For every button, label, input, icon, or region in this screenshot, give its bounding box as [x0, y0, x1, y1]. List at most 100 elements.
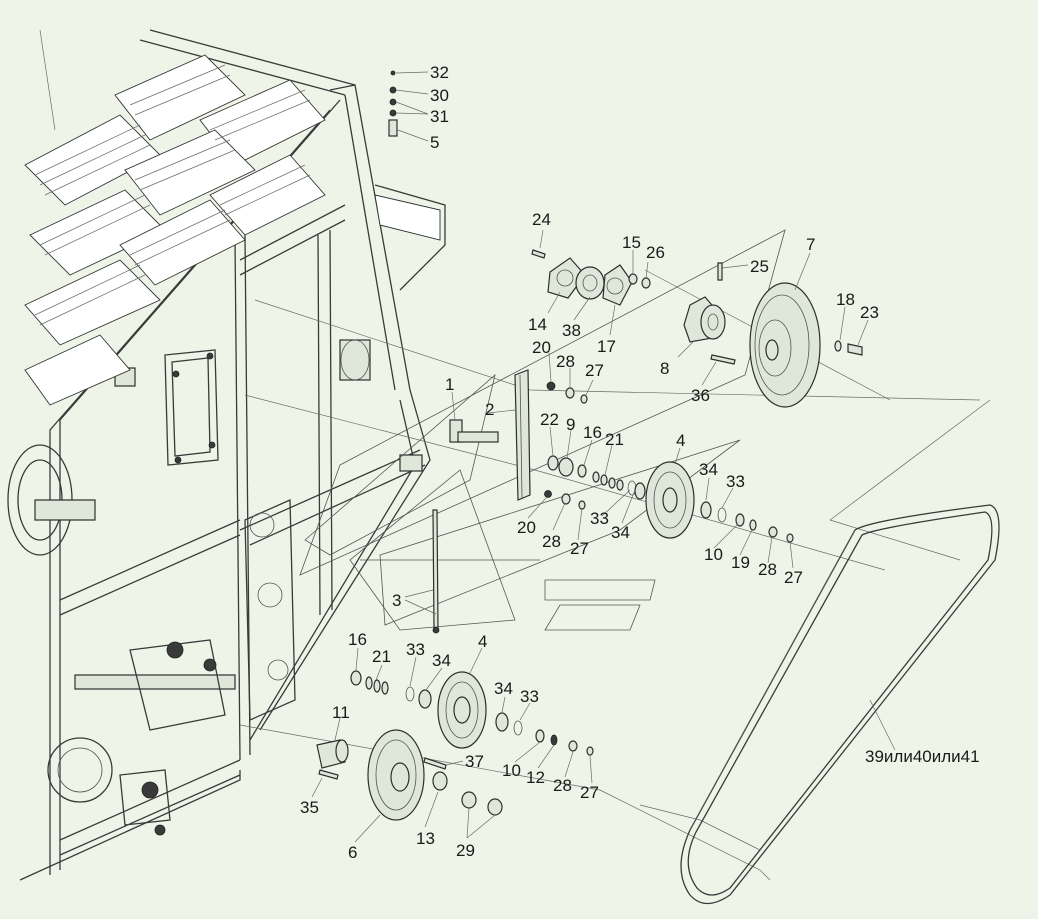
callout-7: 7 [806, 235, 815, 254]
callout-28-bottom: 28 [553, 776, 572, 795]
callout-21-lower: 21 [372, 647, 391, 666]
part-4-pulley-lower [437, 671, 487, 749]
part-37-key [423, 757, 447, 770]
part-2-bar [514, 369, 531, 501]
part-6-pulley [367, 729, 425, 821]
part-9-sleeve [558, 457, 574, 477]
part-8-hub [683, 296, 726, 343]
part-10-washer-upper [735, 513, 745, 527]
part-26-nut [641, 277, 651, 289]
part-11-sleeve [316, 739, 349, 769]
callout-14: 14 [528, 315, 547, 334]
part-27-nut-upper [580, 394, 588, 404]
callout-1: 1 [445, 375, 454, 394]
part-17-flange [602, 264, 633, 306]
part-33-ring-lower-left [405, 686, 415, 702]
part-34-bearing-lower-right [495, 712, 509, 732]
part-27-nut-lower [578, 500, 586, 510]
part-16-ring-lower [350, 670, 362, 686]
callout-26: 26 [646, 243, 665, 262]
part-28-nut-mid [768, 526, 778, 538]
part-4-pulley-upper [645, 461, 695, 539]
callout-6: 6 [348, 843, 357, 862]
part-34-bearing-lower-left [418, 689, 432, 709]
callout-28-upper: 28 [556, 352, 575, 371]
callout-28-lower: 28 [542, 532, 561, 551]
part-28-nut-lower [561, 493, 571, 505]
callout-36: 36 [691, 386, 710, 405]
callout-11: 11 [332, 703, 350, 722]
callout-38: 38 [562, 321, 581, 340]
callout-5: 5 [430, 133, 439, 152]
part-13-washer [432, 771, 448, 791]
part-28-nut-upper [565, 387, 575, 399]
callout-33-upper: 33 [726, 472, 745, 491]
callout-20-upper: 20 [532, 338, 551, 357]
callout-2: 2 [485, 400, 494, 419]
callout-belt: 39или40или41 [865, 747, 980, 766]
callout-27-mid: 27 [784, 568, 803, 587]
part-27-nut-mid [786, 533, 794, 543]
callout-20-lower: 20 [517, 518, 536, 537]
part-33-ring-lower-right [513, 720, 523, 736]
callout-37: 37 [465, 752, 484, 771]
part-3-rod [432, 509, 440, 634]
part-27-nut-bottom [586, 746, 594, 756]
callout-34-lower-right: 34 [494, 679, 513, 698]
callout-9: 9 [566, 415, 575, 434]
part-24-bolt [531, 249, 546, 259]
part-18-washer [834, 340, 842, 352]
callout-27-upper: 27 [585, 361, 604, 380]
callout-10-lower: 10 [502, 761, 521, 780]
callout-33-lower-left: 33 [406, 640, 425, 659]
part-22-washer [547, 455, 559, 471]
part-21-rings-lower [365, 676, 389, 695]
callout-17: 17 [597, 337, 616, 356]
part-12-washer [550, 734, 558, 746]
part-19-washer [749, 519, 757, 531]
callout-27-bottom: 27 [580, 783, 599, 802]
callout-16-upper: 16 [583, 423, 602, 442]
part-29-nut-a [461, 791, 477, 809]
callout-18: 18 [836, 290, 855, 309]
part-v-belt [680, 504, 1000, 905]
callout-3: 3 [392, 591, 401, 610]
part-20-washer-lower [544, 490, 552, 498]
callout-27-lower: 27 [570, 539, 589, 558]
callout-34-lower-left: 34 [432, 651, 451, 670]
part-38-bearing [575, 266, 605, 300]
callout-19: 19 [731, 553, 750, 572]
callout-4-upper: 4 [676, 431, 685, 450]
callout-4-lower: 4 [478, 632, 487, 651]
part-15-washer [628, 273, 638, 285]
callout-13: 13 [416, 829, 435, 848]
assembly-guide-lines [239, 229, 991, 881]
callout-31: 31 [430, 107, 449, 126]
part-1-shaft [449, 419, 499, 443]
callout-28-mid: 28 [758, 560, 777, 579]
part-21-rings-upper [592, 471, 624, 491]
leader-lines [311, 71, 896, 843]
part-35-key [318, 769, 339, 780]
callout-15: 15 [622, 233, 641, 252]
callout-10-upper: 10 [704, 545, 723, 564]
part-25-pin [717, 262, 723, 281]
callout-labels: 32 30 31 5 24 15 26 25 7 14 38 17 18 23 … [300, 63, 980, 862]
part-32-30-31-5-stack [388, 70, 398, 137]
part-36-key [710, 354, 736, 365]
callout-22: 22 [540, 410, 559, 429]
callout-16-lower: 16 [348, 630, 367, 649]
callout-32: 32 [430, 63, 449, 82]
callout-30: 30 [430, 86, 449, 105]
part-20-washer-upper [546, 381, 556, 391]
callout-33-lower-right: 33 [520, 687, 539, 706]
part-23-bolt [847, 343, 863, 356]
callout-33-mid: 33 [590, 509, 609, 528]
part-28-nut-bottom [568, 740, 578, 752]
sieve-grates [24, 29, 441, 406]
callout-35: 35 [300, 798, 319, 817]
part-7-large-pulley [749, 282, 821, 408]
callout-8: 8 [660, 359, 669, 378]
part-16-ring-upper [577, 464, 587, 478]
